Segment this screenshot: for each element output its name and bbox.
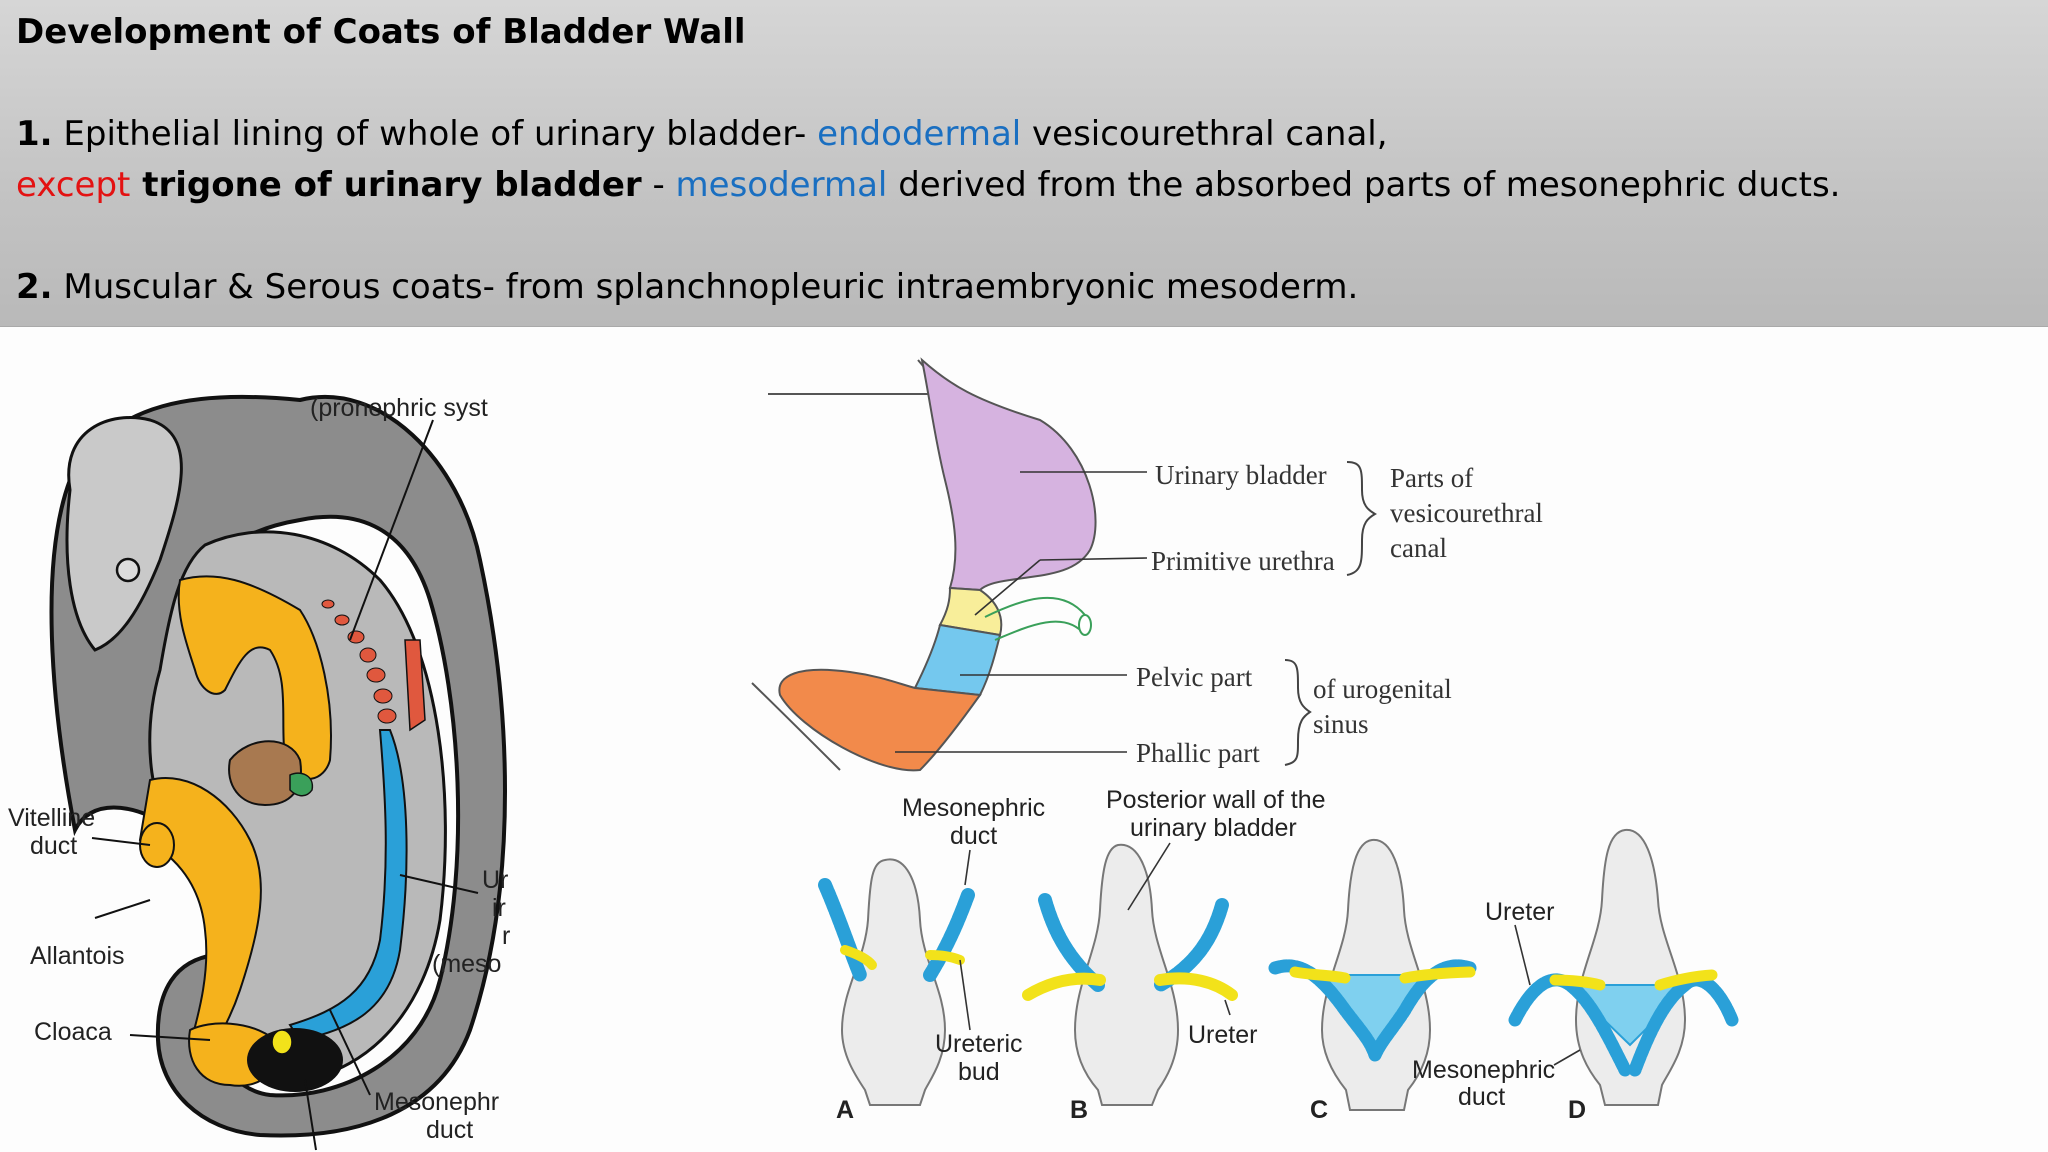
stage-c-right-ureter (1399, 966, 1476, 984)
urinary-bladder-label: Urinary bladder (1155, 460, 1327, 490)
point-2-line: 2. Muscular & Serous coats- from splanch… (16, 267, 1358, 307)
stage-a-left-bud (840, 945, 877, 970)
metanephric-tissue (404, 639, 426, 732)
sinus-diagram: Urinary bladder Primitive urethra Parts … (751, 357, 1543, 772)
stage-a-right-duct (923, 888, 975, 982)
phallic-part-label: Phallic part (1136, 738, 1260, 768)
ureter-tube-end (1078, 614, 1092, 636)
mesonephric-d-label-1: Mesonephric (1412, 1056, 1555, 1084)
stage-b-right-ureter (1154, 972, 1238, 1001)
point-1-line: 1. Epithelial lining of whole of urinary… (16, 114, 1388, 154)
primitive-urethra-label: Primitive urethra (1151, 546, 1335, 576)
endodermal-term: endodermal (817, 114, 1022, 154)
embryo-leaders (91, 419, 479, 1151)
stage-c-right-duct (1368, 959, 1477, 1062)
urinary-bladder-shape (920, 357, 1097, 592)
point-1b-dash: - (641, 165, 676, 205)
parts-of-label-1: Parts of (1390, 463, 1473, 493)
ur-label-1: Ur (482, 866, 508, 894)
ureteric-bud-small (271, 1029, 293, 1055)
stage-c (1268, 838, 1477, 1111)
point-2-text: Muscular & Serous coats- from splanchnop… (52, 267, 1359, 307)
mesonephric-d-label-2: duct (1458, 1083, 1505, 1111)
embryo-diagram: (pronephric syst Vitelline duct Allantoi… (8, 394, 510, 1151)
stage-a (818, 858, 975, 1106)
dark-mass (247, 1028, 343, 1092)
stage-b-label: B (1070, 1096, 1088, 1124)
vitelline-label-1: Vitelline (8, 804, 95, 832)
stage-b-left-duct (1038, 893, 1105, 992)
stage-b (1022, 843, 1238, 1106)
point-1b-line: except trigone of urinary bladder - meso… (16, 165, 1840, 205)
pelvic-part-shape (913, 623, 1002, 697)
ureter-d-label: Ureter (1485, 898, 1554, 926)
stage-d-right-duct (1628, 973, 1739, 1077)
brace-urogenital (1284, 659, 1312, 766)
vitelline-label-2: duct (30, 832, 77, 860)
stage-d-left-ureter (1549, 974, 1606, 991)
trigone-term: trigone of urinary bladder (130, 165, 642, 205)
pelvic-part-label: Pelvic part (1136, 662, 1253, 692)
posterior-wall-label-1: Posterior wall of the (1106, 786, 1326, 814)
point-1-number: 1. (16, 114, 53, 154)
ur-label-2: ir (492, 894, 506, 922)
slide-title: Development of Coats of Bladder Wall (16, 12, 746, 52)
stages-leaders (959, 842, 1581, 1066)
eye-circle (115, 557, 141, 583)
ureteric-bud-label-2: bud (958, 1058, 1000, 1086)
ur-label-3: r (502, 922, 510, 950)
green-bud (289, 772, 314, 797)
stage-b-left-ureter (1022, 972, 1106, 1001)
pronephric-label: (pronephric syst (310, 394, 488, 422)
stage-a-bladder (840, 858, 947, 1106)
ureter-b-label: Ureter (1188, 1021, 1257, 1049)
point-1-text-a: Epithelial lining of whole of urinary bl… (52, 114, 818, 154)
stage-b-bladder (1073, 843, 1180, 1106)
stage-c-label: C (1310, 1096, 1328, 1124)
header-banner: Development of Coats of Bladder Wall 1. … (0, 0, 2048, 327)
liver-bud (228, 740, 302, 807)
parts-of-label-2: vesicourethral (1390, 498, 1543, 528)
mesonephric-duct-label-2: duct (950, 822, 997, 850)
mesodermal-term: mesodermal (675, 165, 888, 205)
except-term: except (16, 165, 131, 205)
vitelline-duct-opening (139, 822, 175, 868)
stage-a-right-bud (925, 950, 965, 965)
mesonephric-label-2: duct (426, 1116, 473, 1144)
posterior-wall-label-2: urinary bladder (1130, 814, 1297, 842)
stage-a-left-duct (818, 878, 867, 982)
urogenital-label-1: of urogenital (1313, 674, 1452, 704)
ureter-tube (984, 596, 1086, 641)
allantois-label: Allantois (30, 942, 125, 970)
cloaca-label: Cloaca (34, 1018, 112, 1046)
embryo-outer-body (49, 394, 507, 1138)
point-2-number: 2. (16, 267, 53, 307)
ureteric-bud-label-1: Ureteric (935, 1030, 1023, 1058)
sinus-leaders (895, 471, 1148, 753)
pronephric-tubules (321, 599, 397, 724)
stage-d (1508, 828, 1739, 1106)
stage-a-label: A (836, 1096, 854, 1124)
embryo-head (65, 416, 183, 652)
stage-d-right-ureter (1654, 969, 1718, 991)
parts-of-label-3: canal (1390, 533, 1447, 563)
mesonephric-label-1: Mesonephr (374, 1088, 499, 1116)
stage-d-label: D (1568, 1096, 1586, 1124)
brace-vesicourethral (1346, 461, 1378, 576)
point-1-text-b: vesicourethral canal, (1021, 114, 1388, 154)
mesonephric-duct-label-1: Mesonephric (902, 794, 1045, 822)
stage-c-left-ureter (1289, 966, 1351, 984)
stages-diagram: Mesonephric duct Posterior wall of the u… (818, 786, 1739, 1124)
urogenital-label-2: sinus (1313, 709, 1369, 739)
ur-label-4: (meso (432, 950, 501, 978)
point-1b-rest: derived from the absorbed parts of meson… (887, 165, 1841, 205)
